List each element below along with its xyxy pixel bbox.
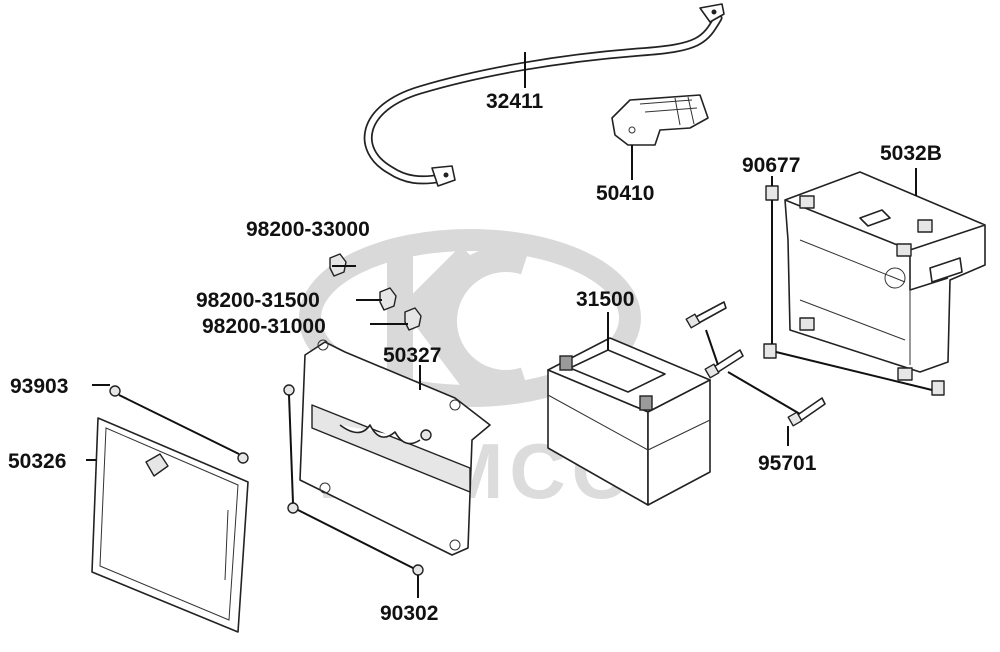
leader-lines: [86, 52, 917, 598]
bracket-plate-50327: [299, 339, 491, 556]
callout-90677: 90677: [742, 154, 800, 177]
screws-93903: [109, 385, 249, 464]
callout-5032B: 5032B: [880, 142, 942, 165]
callout-50327: 50327: [383, 344, 441, 367]
bolts-95701: [685, 301, 826, 427]
callout-98200-31000: 98200-31000: [202, 315, 326, 338]
callout-50410: 50410: [596, 182, 654, 205]
callout-31500: 31500: [576, 288, 634, 311]
battery-box-5032B: [784, 171, 986, 381]
callout-32411: 32411: [486, 90, 544, 113]
callout-98200-33000: 98200-33000: [246, 218, 370, 241]
callout-90302: 90302: [380, 602, 438, 625]
battery-cable-32411: [363, 3, 725, 187]
callout-93903: 93903: [10, 375, 68, 398]
battery-cover-50326: [91, 417, 249, 633]
callout-95701: 95701: [758, 452, 817, 475]
callout-98200-31500: 98200-31500: [196, 289, 320, 312]
callout-50326: 50326: [8, 450, 66, 473]
battery-31500: [547, 337, 711, 506]
callout-labels: 32411 50410 5032B 90677 98200-33000 9820…: [8, 90, 942, 625]
terminal-cover-50410: [611, 94, 709, 146]
screws-90302: [283, 384, 432, 576]
